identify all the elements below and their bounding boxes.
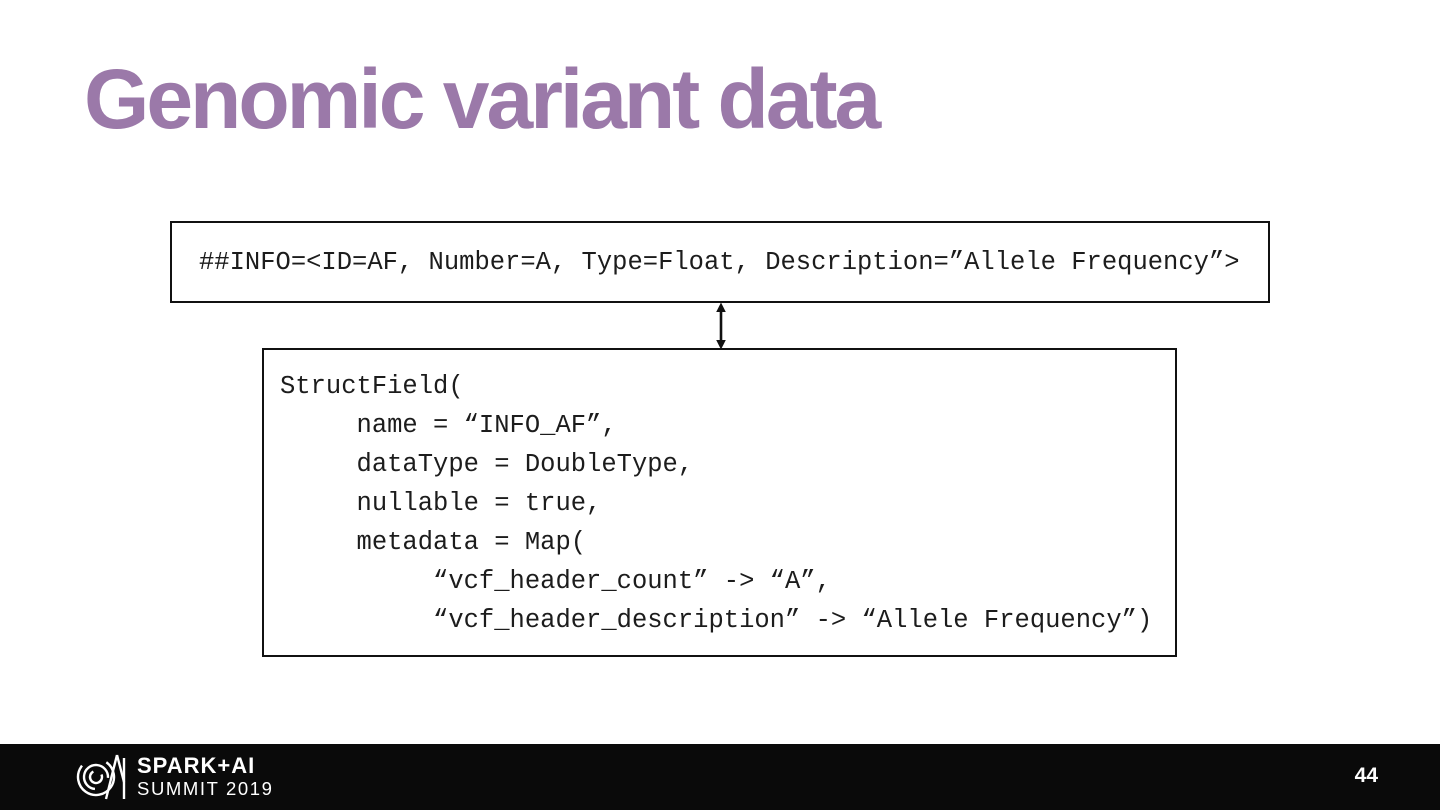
struct-field-box: StructField( name = “INFO_AF”, dataType … bbox=[262, 348, 1177, 657]
page-title: Genomic variant data bbox=[84, 52, 881, 146]
logo-line1: SPARK+AI bbox=[137, 753, 256, 778]
logo-text: SPARK+AI SUMMIT 2019 bbox=[137, 754, 274, 800]
code-line: StructField( bbox=[280, 372, 464, 401]
code-line: “vcf_header_description” -> “Allele Freq… bbox=[280, 606, 1153, 635]
vcf-header-text: ##INFO=<ID=AF, Number=A, Type=Float, Des… bbox=[199, 247, 1240, 277]
code-line: metadata = Map( bbox=[280, 528, 587, 557]
footer-bar: SPARK+AI SUMMIT 2019 44 bbox=[0, 744, 1440, 810]
spark-ai-summit-monogram-icon bbox=[76, 754, 126, 800]
code-line: dataType = DoubleType, bbox=[280, 450, 694, 479]
page-number: 44 bbox=[1354, 764, 1378, 787]
vcf-header-box: ##INFO=<ID=AF, Number=A, Type=Float, Des… bbox=[170, 221, 1270, 303]
logo-line2: SUMMIT 2019 bbox=[137, 778, 274, 799]
code-line: name = “INFO_AF”, bbox=[280, 411, 617, 440]
spark-ai-summit-logo: SPARK+AI SUMMIT 2019 bbox=[76, 752, 274, 802]
code-line: “vcf_header_count” -> “A”, bbox=[280, 567, 831, 596]
double-headed-vertical-arrow-icon bbox=[716, 302, 726, 350]
code-line: nullable = true, bbox=[280, 489, 602, 518]
